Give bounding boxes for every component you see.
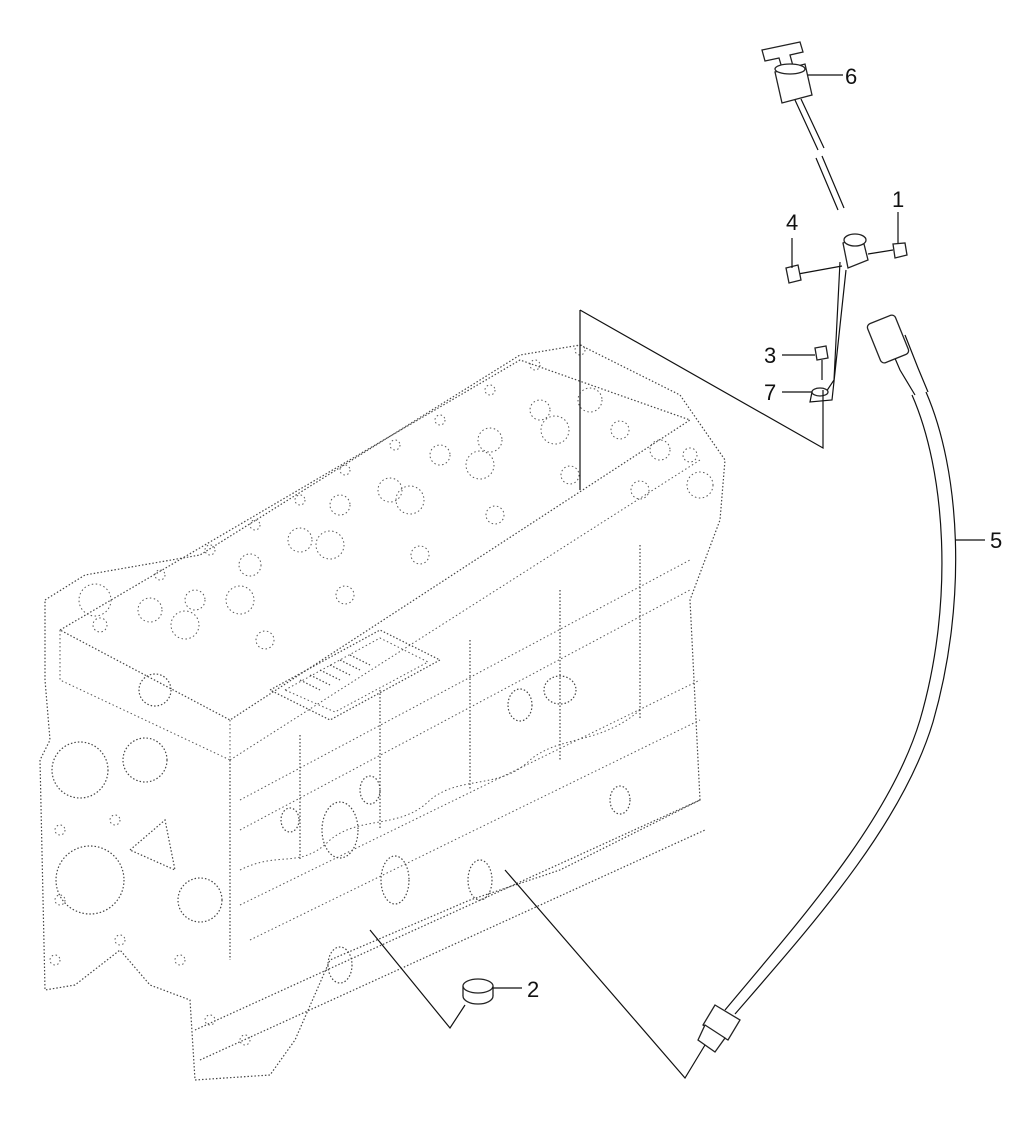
callout-2: 2	[527, 977, 539, 1002]
callout-5: 5	[990, 528, 1002, 553]
leader-lines	[369, 74, 985, 1080]
callout-3: 3	[764, 343, 776, 368]
callout-4: 4	[786, 210, 798, 235]
callout-1: 1	[892, 187, 904, 212]
dipstick	[761, 41, 845, 211]
plug	[462, 978, 494, 1005]
dipstick-tube	[697, 314, 957, 1053]
callout-7: 7	[764, 380, 776, 405]
engine-block	[39, 344, 726, 1081]
callout-labels: 1 2 3 4 5 6 7	[527, 64, 1002, 1002]
callout-6: 6	[845, 64, 857, 89]
